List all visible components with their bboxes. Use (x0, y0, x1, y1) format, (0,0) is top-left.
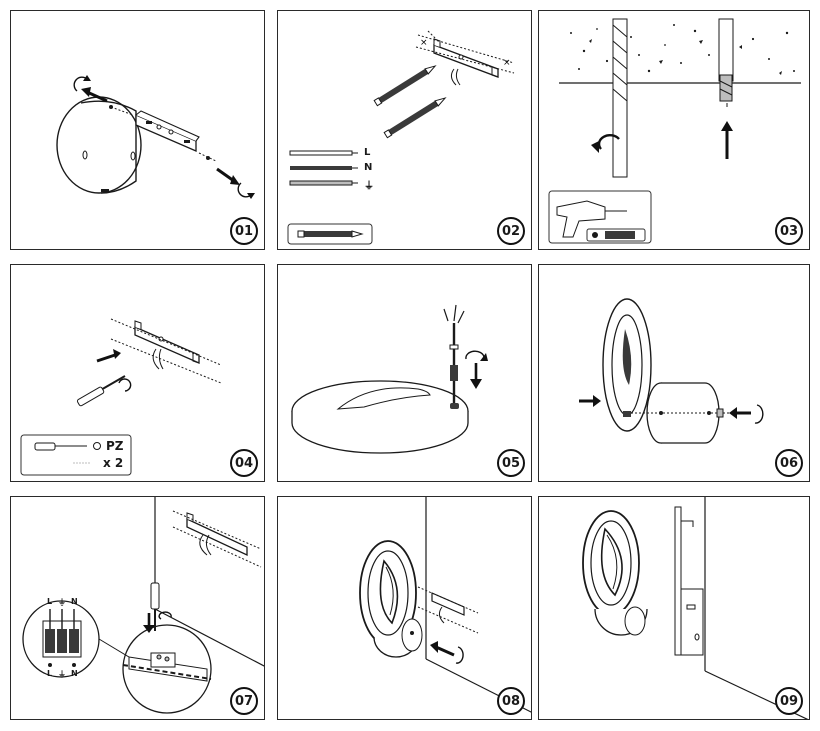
step-number-badge: 05 (497, 449, 525, 477)
step-panel-09: 09 (538, 496, 810, 720)
terminal-label-earth-top: ⏚ (58, 598, 66, 607)
step-07-illustration (22, 497, 264, 714)
terminal-label-neutral-top: N (71, 597, 78, 606)
step-panel-01: 01 (10, 10, 265, 250)
step-08-illustration (359, 497, 531, 713)
step-number-badge: 08 (497, 687, 525, 715)
step-number-badge: 02 (497, 217, 525, 245)
step-01-illustration (56, 75, 255, 199)
step-panel-06: 06 (538, 264, 810, 482)
step-06-illustration (579, 298, 764, 444)
step-04-illustration (20, 318, 222, 476)
step-panel-08: 08 (277, 496, 532, 720)
svg-text:×: × (420, 38, 428, 48)
step-number-badge: 03 (775, 217, 803, 245)
step-03-illustration (548, 18, 801, 244)
step-05-illustration (291, 304, 488, 454)
wire-label-live: L (364, 147, 371, 158)
step-number-badge: 07 (230, 687, 258, 715)
step-number-badge: 06 (775, 449, 803, 477)
step-number-badge: 04 (230, 449, 258, 477)
step-panel-02: × × L N ⏚ 02 (277, 10, 532, 250)
terminal-label-earth-bottom: ⏚ (58, 670, 66, 679)
svg-text:×: × (503, 58, 511, 68)
step-panel-07: L ⏚ N L ⏚ N 07 (10, 496, 265, 720)
step-panel-05: 05 (277, 264, 532, 482)
terminal-label-live-bottom: L (47, 669, 53, 678)
screw-quantity-label: x 2 (103, 456, 124, 470)
step-02-illustration: × × (287, 30, 515, 245)
step-panel-03: 03 (538, 10, 810, 250)
terminal-label-live-top: L (47, 597, 53, 606)
terminal-label-neutral-bottom: N (71, 669, 78, 678)
wire-label-earth: ⏚ (364, 181, 374, 192)
step-09-illustration (582, 497, 809, 719)
screwdriver-type-label: PZ (106, 439, 124, 453)
step-panel-04: PZ x 2 04 (10, 264, 265, 482)
step-number-badge: 09 (775, 687, 803, 715)
step-number-badge: 01 (230, 217, 258, 245)
wire-label-neutral: N (364, 162, 373, 173)
